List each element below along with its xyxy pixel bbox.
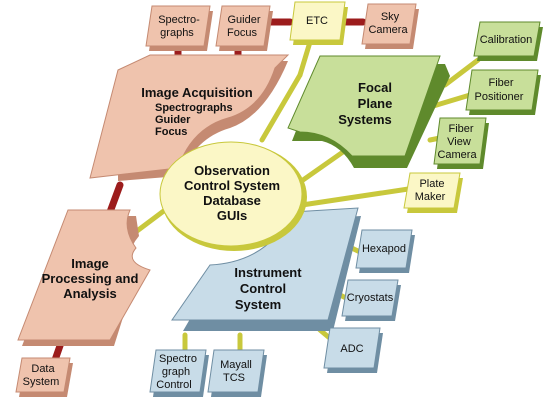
image-processing-line-2: Processing and <box>42 271 139 286</box>
center-line-3: Database <box>203 193 261 208</box>
mayall-tcs-box: Mayall TCS <box>207 349 267 397</box>
hexapod-label: Hexapod <box>362 243 406 255</box>
focal-plane-line-1: Focal <box>358 80 392 95</box>
etc-box: ETC <box>289 1 348 45</box>
adc-box: ADC <box>323 327 383 373</box>
center-line-4: GUIs <box>217 208 247 223</box>
focal-plane-panel: Focal Plane Systems <box>287 55 450 168</box>
sky-camera-box: Sky Camera <box>361 3 419 49</box>
plate-maker-box: Plate Maker <box>403 172 463 213</box>
instrument-control-line-1: Instrument <box>234 265 302 280</box>
center-line-1: Observation <box>194 163 270 178</box>
hexapod-box: Hexapod <box>355 229 415 273</box>
fiber-view-camera-box: Fiber View Camera <box>433 117 489 169</box>
sky-camera-line-1: Sky <box>381 11 400 23</box>
spectrographs-box: Spectro- graphs <box>145 5 213 51</box>
mayall-tcs-line-2: TCS <box>223 372 245 384</box>
guider-focus-line-2: Focus <box>227 27 257 39</box>
guider-focus-line-1: Guider <box>227 14 260 26</box>
spectrograph-control-line-3: Control <box>156 379 191 391</box>
instrument-control-line-2: Control <box>240 281 286 296</box>
fiber-view-camera-line-3: Camera <box>437 149 477 161</box>
image-processing-line-3: Analysis <box>63 286 116 301</box>
spectrograph-control-box: Spectro graph Control <box>149 349 209 397</box>
fiber-positioner-line-1: Fiber <box>488 77 513 89</box>
guider-focus-box: Guider Focus <box>215 5 273 51</box>
plate-maker-line-2: Maker <box>415 191 446 203</box>
fiber-positioner-box: Fiber Positioner <box>465 69 541 115</box>
focal-plane-line-3: Systems <box>338 112 391 127</box>
plate-maker-line-1: Plate <box>419 178 444 190</box>
central-hub: Observation Control System Database GUIs <box>159 141 307 251</box>
data-system-line-1: Data <box>31 363 55 375</box>
calibration-box: Calibration <box>473 21 543 61</box>
center-line-2: Control System <box>184 178 280 193</box>
spectrograph-control-line-1: Spectro <box>159 353 197 365</box>
spectrographs-line-2: graphs <box>160 27 194 39</box>
fiber-view-camera-line-1: Fiber <box>448 123 473 135</box>
cryostats-label: Cryostats <box>347 292 394 304</box>
image-processing-panel: Image Processing and Analysis <box>17 209 151 346</box>
data-system-box: Data System <box>15 357 73 397</box>
data-system-line-2: System <box>23 376 60 388</box>
fiber-view-camera-line-2: View <box>447 136 471 148</box>
image-acquisition-item-2: Guider <box>155 114 191 126</box>
mayall-tcs-line-1: Mayall <box>220 359 252 371</box>
spectrographs-line-1: Spectro- <box>158 14 200 26</box>
adc-label: ADC <box>340 343 363 355</box>
image-acquisition-item-3: Focus <box>155 126 187 138</box>
image-acquisition-item-1: Spectrographs <box>155 102 233 114</box>
etc-label: ETC <box>306 15 328 27</box>
focal-plane-line-2: Plane <box>358 96 393 111</box>
sky-camera-line-2: Camera <box>368 24 408 36</box>
instrument-control-panel: Instrument Control System <box>171 207 361 331</box>
instrument-control-line-3: System <box>235 297 281 312</box>
calibration-label: Calibration <box>480 34 533 46</box>
image-acquisition-title: Image Acquisition <box>141 85 253 100</box>
fiber-positioner-line-2: Positioner <box>475 91 524 103</box>
image-processing-line-1: Image <box>71 256 109 271</box>
spectrograph-control-line-2: graph <box>162 366 190 378</box>
cryostats-box: Cryostats <box>341 279 401 321</box>
